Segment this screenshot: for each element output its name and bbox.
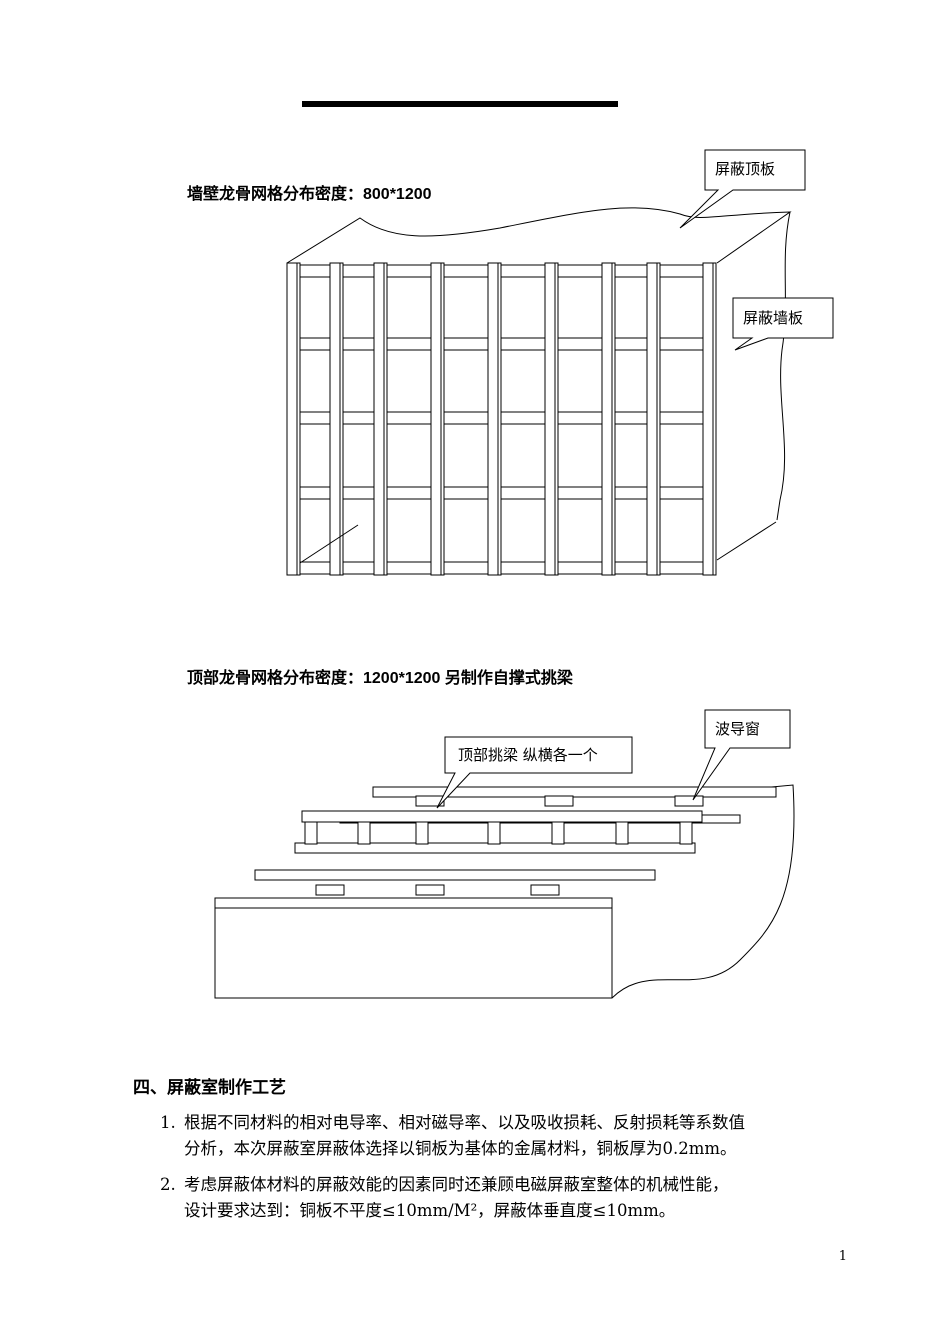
waveguide-window [674,795,704,807]
waveguide-window [415,884,445,896]
beam-support [487,821,501,845]
roof-beam [254,869,656,881]
post-edge [712,262,717,576]
label-shield-wall: 屏蔽墙板 [743,309,804,327]
roof-diagram [214,784,795,999]
post-edge [611,262,616,576]
callout-wall-pointer [732,297,834,351]
item-text: 设计要求达到：铜板不平度≤10mm/M²，屏蔽体垂直度≤10mm。 [184,1201,676,1220]
roof-beam [372,786,777,798]
post-edge [339,262,344,576]
beam-support [304,821,318,845]
item-text: 分析，本次屏蔽室屏蔽体选择以铜板为基体的金属材料，铜板厚为0.2mm。 [184,1139,737,1158]
callout-top-pointer [679,149,806,229]
diagonal-line [299,524,359,564]
callout-window-pointer [692,709,791,801]
beam-support [615,821,629,845]
beam-support [679,821,693,845]
waveguide-window [530,884,560,896]
post-edge [497,262,502,576]
page-number: 1 [838,1249,847,1264]
post-edge [296,262,301,576]
item-text: 根据不同材料的相对电导率、相对磁导率、以及吸收损耗、反射损耗等系数值 [184,1113,745,1132]
section-title: 四、屏蔽室制作工艺 [133,1078,286,1097]
figure2-caption: 顶部龙骨网格分布密度：1200*1200 另制作自撑式挑梁 [187,670,573,687]
waveguide-window [315,884,345,896]
callout-beam-pointer [436,736,633,809]
top-beam [301,810,703,823]
list-item: 2. 考虑屏蔽体材料的屏蔽效能的因素同时还兼顾电磁屏蔽室整体的机械性能， 设计要求… [160,1172,860,1224]
label-top-beam: 顶部挑梁 纵横各一个 [458,746,598,764]
wall-panel-outline [716,211,791,561]
label-waveguide-window: 波导窗 [715,720,761,738]
item-number: 1. [160,1113,176,1132]
beam-support [357,821,371,845]
label-shield-top: 屏蔽顶板 [715,160,776,178]
post-edge [383,262,388,576]
item-number: 2. [160,1175,176,1194]
figure1-caption: 墙壁龙骨网格分布密度：800*1200 [187,186,432,203]
post-edge [440,262,445,576]
post-edge [554,262,559,576]
item-text: 考虑屏蔽体材料的屏蔽效能的因素同时还兼顾电磁屏蔽室整体的机械性能， [184,1175,729,1194]
beam-support [551,821,565,845]
list-item: 1. 根据不同材料的相对电导率、相对磁导率、以及吸收损耗、反射损耗等系数值 分析，… [160,1110,860,1162]
top-panel-outline [286,207,792,264]
post-edge [656,262,661,576]
waveguide-window [544,795,574,807]
header-rule [302,101,618,107]
wall-frame-diagram [286,262,717,576]
roof-beam [214,897,613,909]
beam-support [415,821,429,845]
roof-block [214,784,795,999]
